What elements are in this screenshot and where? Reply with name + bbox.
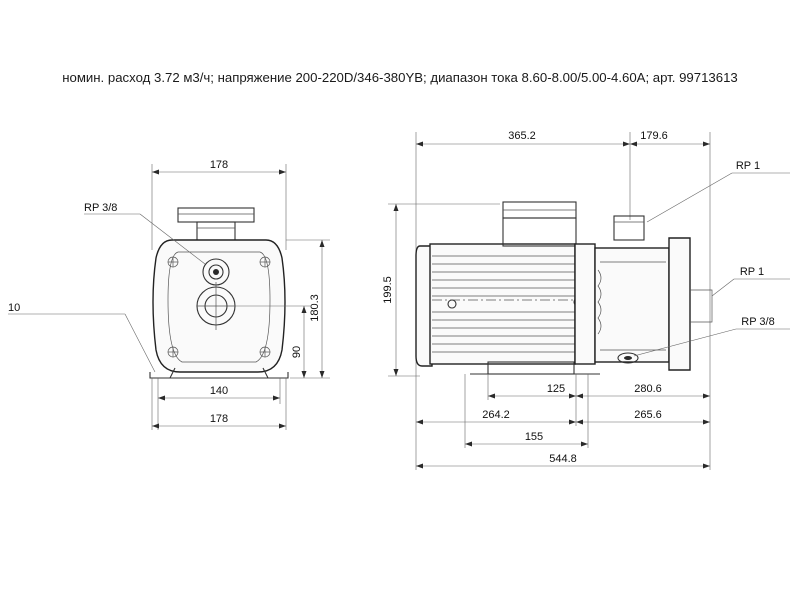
side-dim-155-label: 155: [525, 431, 543, 443]
side-length-total-label: 544.8: [549, 453, 577, 465]
side-length-pump-label: 179.6: [640, 130, 668, 142]
side-port-side-label: RP 1: [740, 266, 764, 278]
front-foot-label: 10: [8, 302, 20, 314]
side-view: 365.2 179.6 199.5: [382, 130, 790, 470]
front-port-label: RP 3/8: [84, 202, 117, 214]
front-base-outer-label: 178: [210, 413, 228, 425]
side-port-drain-label: RP 3/8: [741, 316, 774, 328]
side-port-top-label: RP 1: [736, 160, 760, 172]
front-view: 178 RP 3/8 10: [8, 159, 330, 430]
front-base-inner-label: 140: [210, 385, 228, 397]
front-height-total-label: 180.3: [309, 294, 321, 322]
side-length-motor-label: 365.2: [508, 130, 536, 142]
front-width-top-label: 178: [210, 159, 228, 171]
product-caption: номин. расход 3.72 м3/ч; напряжение 200-…: [62, 70, 738, 85]
side-height-total-label: 199.5: [382, 276, 394, 304]
side-dim-280-label: 280.6: [634, 383, 662, 395]
side-dim-125-label: 125: [547, 383, 565, 395]
front-height-axis-label: 90: [291, 346, 303, 358]
side-dim-264-label: 264.2: [482, 409, 510, 421]
side-dim-265-label: 265.6: [634, 409, 662, 421]
